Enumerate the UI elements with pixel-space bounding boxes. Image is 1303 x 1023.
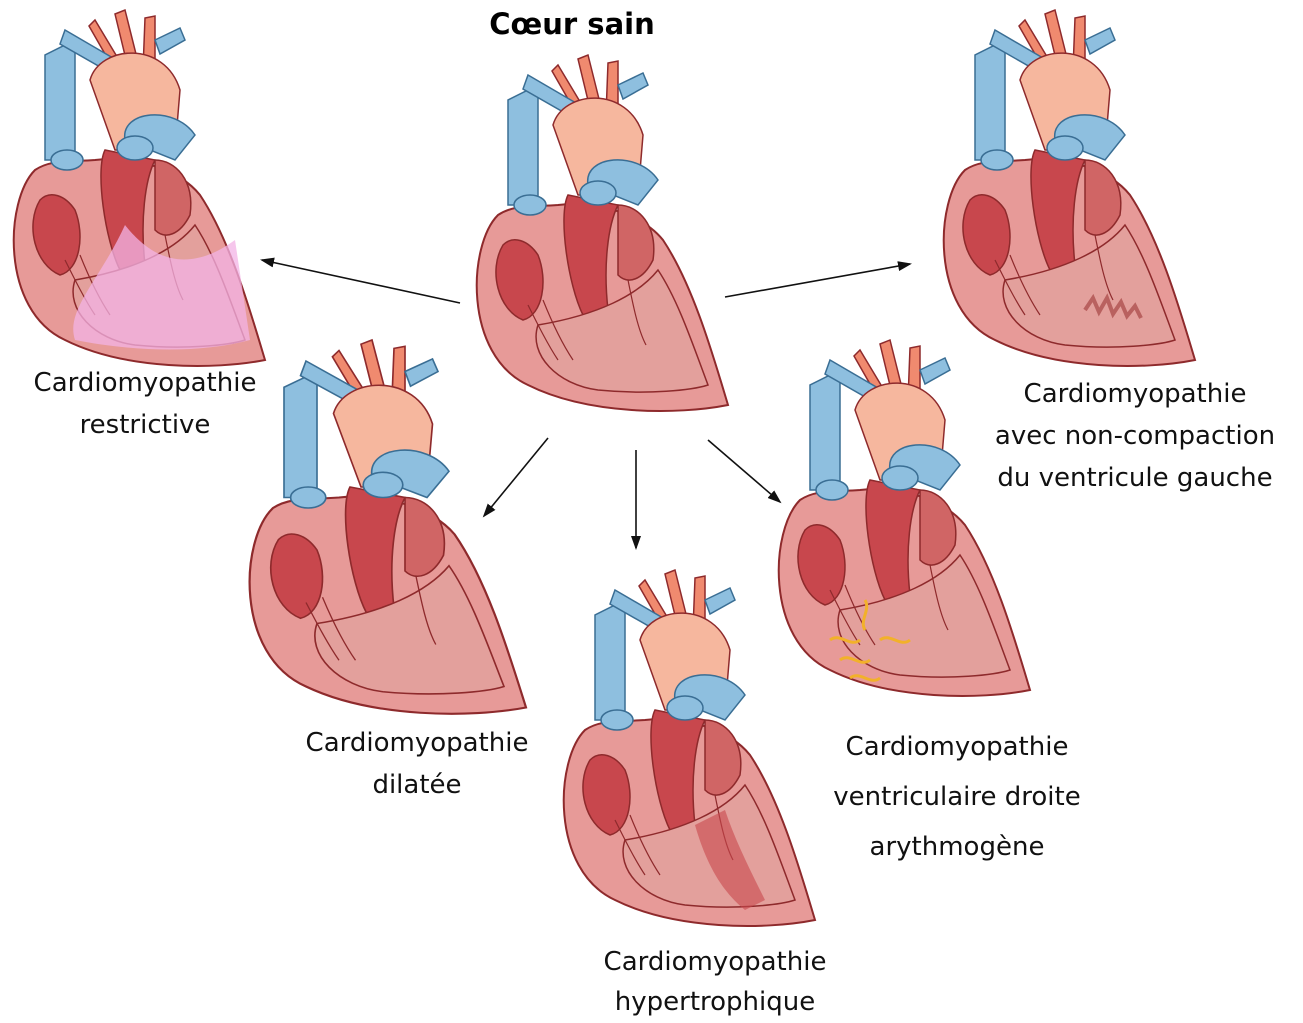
arrow-to-arrhythmogenic bbox=[708, 440, 780, 502]
arrow-to-restrictive bbox=[262, 260, 460, 303]
label-noncompaction-line-3: du ventricule gauche bbox=[980, 457, 1290, 499]
label-hypertrophic: Cardiomyopathie hypertrophique bbox=[580, 942, 850, 1022]
label-hypertrophic-line-1: Cardiomyopathie bbox=[580, 942, 850, 982]
heart-hypertrophic bbox=[564, 570, 815, 926]
label-restrictive-line-2: restrictive bbox=[10, 404, 280, 446]
label-arrhythmogenic-line-2: ventriculaire droite bbox=[812, 772, 1102, 822]
label-arrhythmogenic-line-1: Cardiomyopathie bbox=[812, 722, 1102, 772]
heart-noncompaction bbox=[944, 10, 1195, 366]
label-dilated: Cardiomyopathie dilatée bbox=[282, 722, 552, 806]
diagram-title: Cœur sain bbox=[472, 4, 672, 44]
label-hypertrophic-line-2: hypertrophique bbox=[580, 982, 850, 1022]
label-arrhythmogenic: Cardiomyopathie ventriculaire droite ary… bbox=[812, 722, 1102, 872]
heart-restrictive bbox=[14, 10, 265, 366]
label-restrictive-line-1: Cardiomyopathie bbox=[10, 362, 280, 404]
arrow-to-noncompaction bbox=[725, 264, 910, 297]
label-noncompaction: Cardiomyopathie avec non-compaction du v… bbox=[980, 373, 1290, 499]
arrow-to-dilated bbox=[484, 438, 548, 516]
label-restrictive: Cardiomyopathie restrictive bbox=[10, 362, 280, 446]
healthy-heart bbox=[477, 55, 728, 411]
label-arrhythmogenic-line-3: arythmogène bbox=[812, 822, 1102, 872]
label-dilated-line-1: Cardiomyopathie bbox=[282, 722, 552, 764]
label-noncompaction-line-1: Cardiomyopathie bbox=[980, 373, 1290, 415]
label-noncompaction-line-2: avec non-compaction bbox=[980, 415, 1290, 457]
label-dilated-line-2: dilatée bbox=[282, 764, 552, 806]
heart-dilated bbox=[250, 340, 526, 714]
